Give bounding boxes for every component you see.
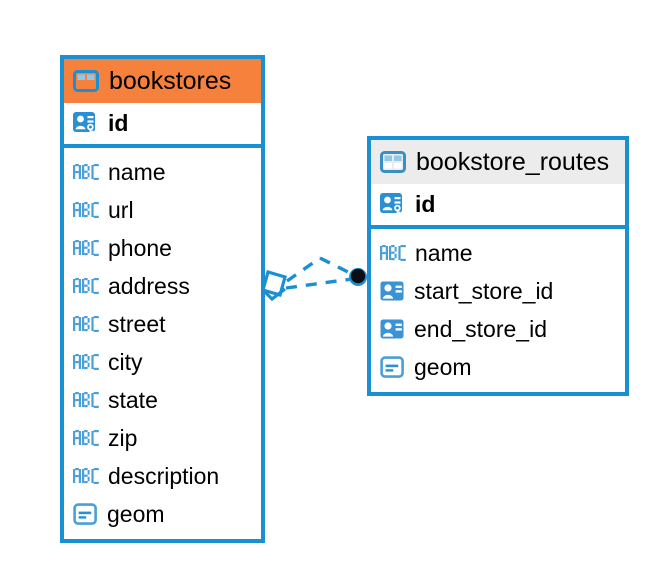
- entity-bookstore-routes-primary-key-row[interactable]: id: [371, 184, 625, 229]
- abc-text-icon: [73, 354, 99, 370]
- table-grid-icon: [380, 151, 406, 173]
- field-label: name: [415, 239, 473, 266]
- field-label: address: [108, 272, 190, 299]
- field-label: name: [108, 158, 166, 185]
- field-row[interactable]: end_store_id: [371, 310, 625, 348]
- field-row[interactable]: zip: [64, 419, 261, 457]
- abc-text-icon: [380, 245, 406, 261]
- field-label: geom: [107, 500, 165, 527]
- field-row[interactable]: start_store_id: [371, 272, 625, 310]
- entity-bookstore-routes-field-list: name start_store_id: [371, 229, 625, 392]
- abc-text-icon: [73, 392, 99, 408]
- field-row[interactable]: address: [64, 267, 261, 305]
- entity-bookstores-title: bookstores: [109, 66, 232, 95]
- entity-bookstore-routes-primary-key-label: id: [415, 191, 436, 217]
- table-grid-icon: [73, 70, 99, 92]
- abc-text-icon: [73, 240, 99, 256]
- field-row[interactable]: url: [64, 191, 261, 229]
- field-row[interactable]: geom: [64, 495, 261, 533]
- field-label: street: [108, 310, 166, 337]
- entity-bookstore-routes[interactable]: bookstore_routes id: [367, 136, 629, 396]
- entity-bookstore-routes-title: bookstore_routes: [416, 147, 610, 176]
- foreign-key-icon: [380, 319, 404, 338]
- entity-bookstores-field-list: name url: [64, 148, 261, 539]
- field-label: url: [108, 196, 134, 223]
- abc-text-icon: [73, 430, 99, 446]
- field-label: end_store_id: [414, 315, 547, 342]
- field-row[interactable]: state: [64, 381, 261, 419]
- field-label: phone: [108, 234, 172, 261]
- geometry-icon: [73, 502, 97, 525]
- primary-key-icon: [380, 192, 402, 216]
- geometry-icon: [380, 355, 404, 378]
- entity-bookstores-primary-key-label: id: [108, 110, 129, 136]
- entity-bookstore-routes-header[interactable]: bookstore_routes: [371, 140, 625, 184]
- abc-text-icon: [73, 202, 99, 218]
- abc-text-icon: [73, 164, 99, 180]
- relationship-line-upper-right: [319, 256, 355, 277]
- field-row[interactable]: description: [64, 457, 261, 495]
- relationship-line-lower: [285, 277, 353, 290]
- relationship-line-upper-left: [286, 256, 321, 283]
- entity-bookstores-primary-key-row[interactable]: id: [64, 103, 261, 148]
- field-label: description: [108, 462, 220, 489]
- field-row[interactable]: city: [64, 343, 261, 381]
- field-row[interactable]: name: [64, 153, 261, 191]
- field-label: geom: [414, 353, 472, 380]
- abc-text-icon: [73, 316, 99, 332]
- crows-foot-diamond-marker: [261, 270, 287, 302]
- abc-text-icon: [73, 278, 99, 294]
- field-label: zip: [108, 424, 138, 451]
- foreign-key-icon: [380, 281, 404, 300]
- entity-bookstores[interactable]: bookstores id: [60, 55, 265, 543]
- field-label: state: [108, 386, 158, 413]
- field-row[interactable]: name: [371, 234, 625, 272]
- entity-bookstores-header[interactable]: bookstores: [64, 59, 261, 103]
- filled-circle-marker: [349, 268, 367, 286]
- primary-key-icon: [73, 111, 95, 135]
- abc-text-icon: [73, 468, 99, 484]
- field-row[interactable]: geom: [371, 348, 625, 386]
- field-label: start_store_id: [414, 277, 554, 304]
- field-row[interactable]: street: [64, 305, 261, 343]
- field-row[interactable]: phone: [64, 229, 261, 267]
- field-label: city: [108, 348, 143, 375]
